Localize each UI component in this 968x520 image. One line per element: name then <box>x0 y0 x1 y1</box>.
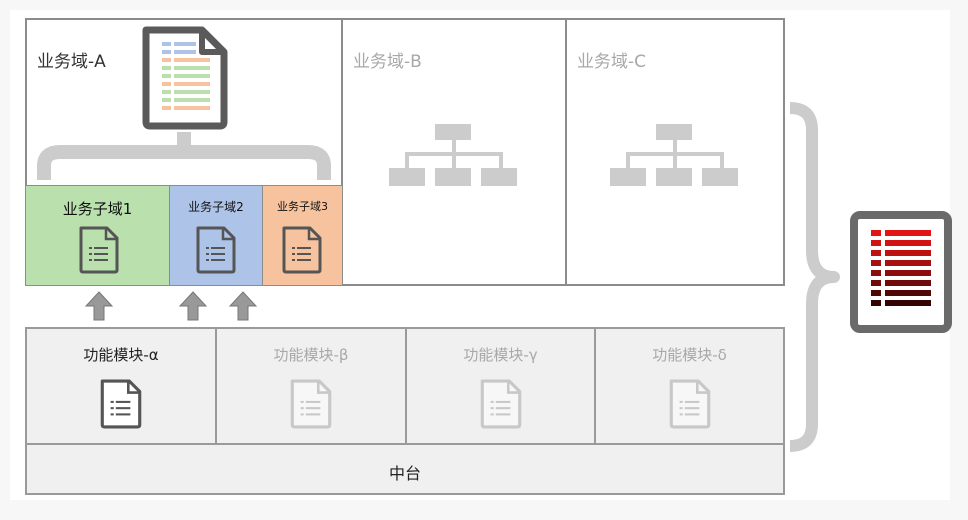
middle-platform <box>25 443 785 495</box>
up-arrow-icon <box>84 291 114 321</box>
document-icon <box>669 379 711 429</box>
document-icon <box>100 379 142 429</box>
document-icon <box>196 226 236 274</box>
domain-b-title: 业务域-B <box>353 52 422 72</box>
domain-c-title: 业务域-C <box>577 52 647 72</box>
sub-domain-1 <box>25 185 170 286</box>
sub-domain-3 <box>262 185 343 286</box>
sub-domain-2-title: 业务子域2 <box>188 200 244 214</box>
module-gamma-title: 功能模块-γ <box>463 346 538 364</box>
document-icon <box>142 26 228 130</box>
red-report-icon <box>850 211 952 333</box>
document-icon <box>282 226 322 274</box>
module-beta-title: 功能模块-β <box>273 346 349 364</box>
document-icon <box>79 226 119 274</box>
sub-domain-3-title: 业务子域3 <box>277 200 328 213</box>
org-chart-icon <box>389 124 517 186</box>
document-icon <box>480 379 522 429</box>
module-delta-title: 功能模块-ẟ <box>652 346 727 364</box>
module-alpha-title: 功能模块-α <box>83 346 159 364</box>
up-arrow-icon <box>228 291 258 321</box>
sub-domain-2 <box>169 185 263 286</box>
domain-a-title: 业务域-A <box>37 52 106 72</box>
org-chart-icon <box>610 124 738 186</box>
sub-domain-1-title: 业务子域1 <box>62 200 133 218</box>
curly-brace <box>789 102 840 452</box>
middle-platform-title: 中台 <box>388 464 421 483</box>
up-arrow-icon <box>178 291 208 321</box>
bracket-connector <box>37 132 331 180</box>
document-icon <box>290 379 332 429</box>
